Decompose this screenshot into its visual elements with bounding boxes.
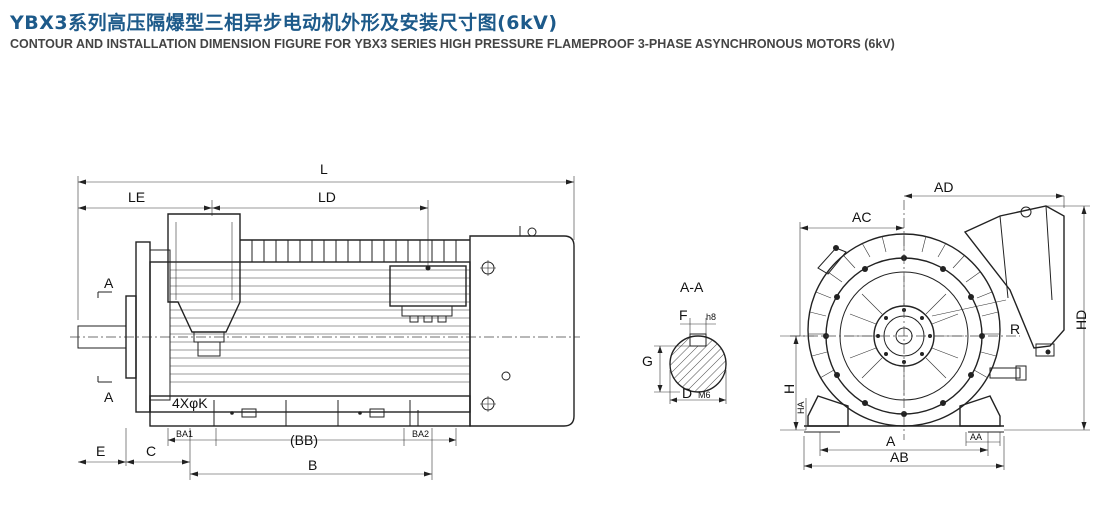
radial-fins <box>808 234 1000 379</box>
dim-AD: AD <box>934 179 953 195</box>
dim-A: A <box>886 433 896 449</box>
dim-HA: HA <box>796 401 806 414</box>
dim-E: E <box>96 443 105 459</box>
dim-D: D <box>682 385 692 401</box>
dim-H: H <box>781 384 797 394</box>
side-view: L LE LD <box>70 161 580 480</box>
dim-C: C <box>146 443 156 459</box>
dim-BB: (BB) <box>290 432 318 448</box>
shaft-section-circle <box>669 335 727 393</box>
dim-BA2: BA2 <box>412 429 429 439</box>
dim-AC: AC <box>852 209 871 225</box>
dim-LD: LD <box>318 189 336 205</box>
title-chinese: YBX3系列高压隔爆型三相异步电动机外形及安装尺寸图(6kV) <box>10 12 558 34</box>
dim-K: 4XφK <box>172 395 208 411</box>
dim-G: G <box>642 353 653 369</box>
dim-AB: AB <box>890 449 909 465</box>
title-english: CONTOUR AND INSTALLATION DIMENSION FIGUR… <box>10 37 895 51</box>
dim-BA1: BA1 <box>176 429 193 439</box>
section-mark-a-top: A <box>104 275 114 291</box>
dim-L: L <box>320 161 328 177</box>
body-cooling-fins <box>170 269 470 383</box>
section-title: A-A <box>680 279 704 295</box>
dim-R: R <box>1010 321 1020 337</box>
section-view: A-A F h8 G D <box>642 279 727 404</box>
dim-M6: M6 <box>698 390 711 400</box>
dim-F: F <box>679 307 688 323</box>
end-view: AD AC R HD H HA A <box>780 179 1090 470</box>
dim-B: B <box>308 457 317 473</box>
dim-HD: HD <box>1073 310 1089 330</box>
dim-AA: AA <box>970 432 982 442</box>
section-mark-a-bottom: A <box>104 389 114 405</box>
dim-h8: h8 <box>706 312 716 322</box>
dim-LE: LE <box>128 189 145 205</box>
